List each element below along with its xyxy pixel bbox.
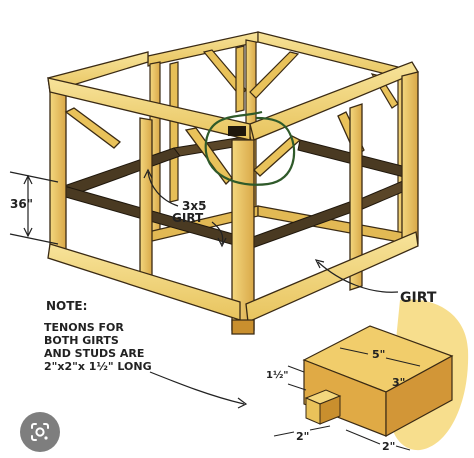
tenon-mark [228, 126, 246, 136]
detail-height-label: 3" [392, 376, 405, 389]
front-frame [47, 51, 419, 335]
note-title: NOTE: [46, 299, 87, 313]
detail-width-dim [339, 347, 421, 367]
note-line-2: BOTH GIRTS [44, 334, 119, 347]
annotation-circle [204, 110, 296, 186]
girt-pointer-arrow [317, 261, 399, 293]
detail-width-label: 5" [372, 348, 385, 361]
detail-title: GIRT [400, 290, 437, 306]
detail-tenon-width-label: 2" [296, 430, 309, 443]
lens-button[interactable] [20, 412, 60, 452]
girt-label-arrows [143, 168, 227, 248]
detail-tenon-width-dim [273, 425, 331, 437]
detail-tenon-length-dim [287, 365, 307, 391]
height-dimension-label: 36" [10, 197, 33, 211]
height-dimension [9, 171, 59, 245]
girt-size-label: 3x5 [182, 199, 206, 213]
girt-name-label: GIRT [172, 211, 204, 225]
girt-detail [302, 299, 469, 451]
note-line-1: TENONS FOR [44, 321, 124, 334]
detail-tenon-depth-dim [345, 429, 411, 451]
detail-tenon-depth-label: 2" [382, 440, 395, 453]
note-pointer-arrow [149, 371, 245, 405]
detail-tenon-length-label: 1½" [266, 370, 289, 381]
note-line-4: 2"x2"x 1½" LONG [44, 360, 152, 373]
google-lens-icon [31, 423, 49, 441]
note-block: NOTE: TENONS FOR BOTH GIRTS AND STUDS AR… [44, 299, 152, 373]
note-line-3: AND STUDS ARE [44, 347, 144, 360]
